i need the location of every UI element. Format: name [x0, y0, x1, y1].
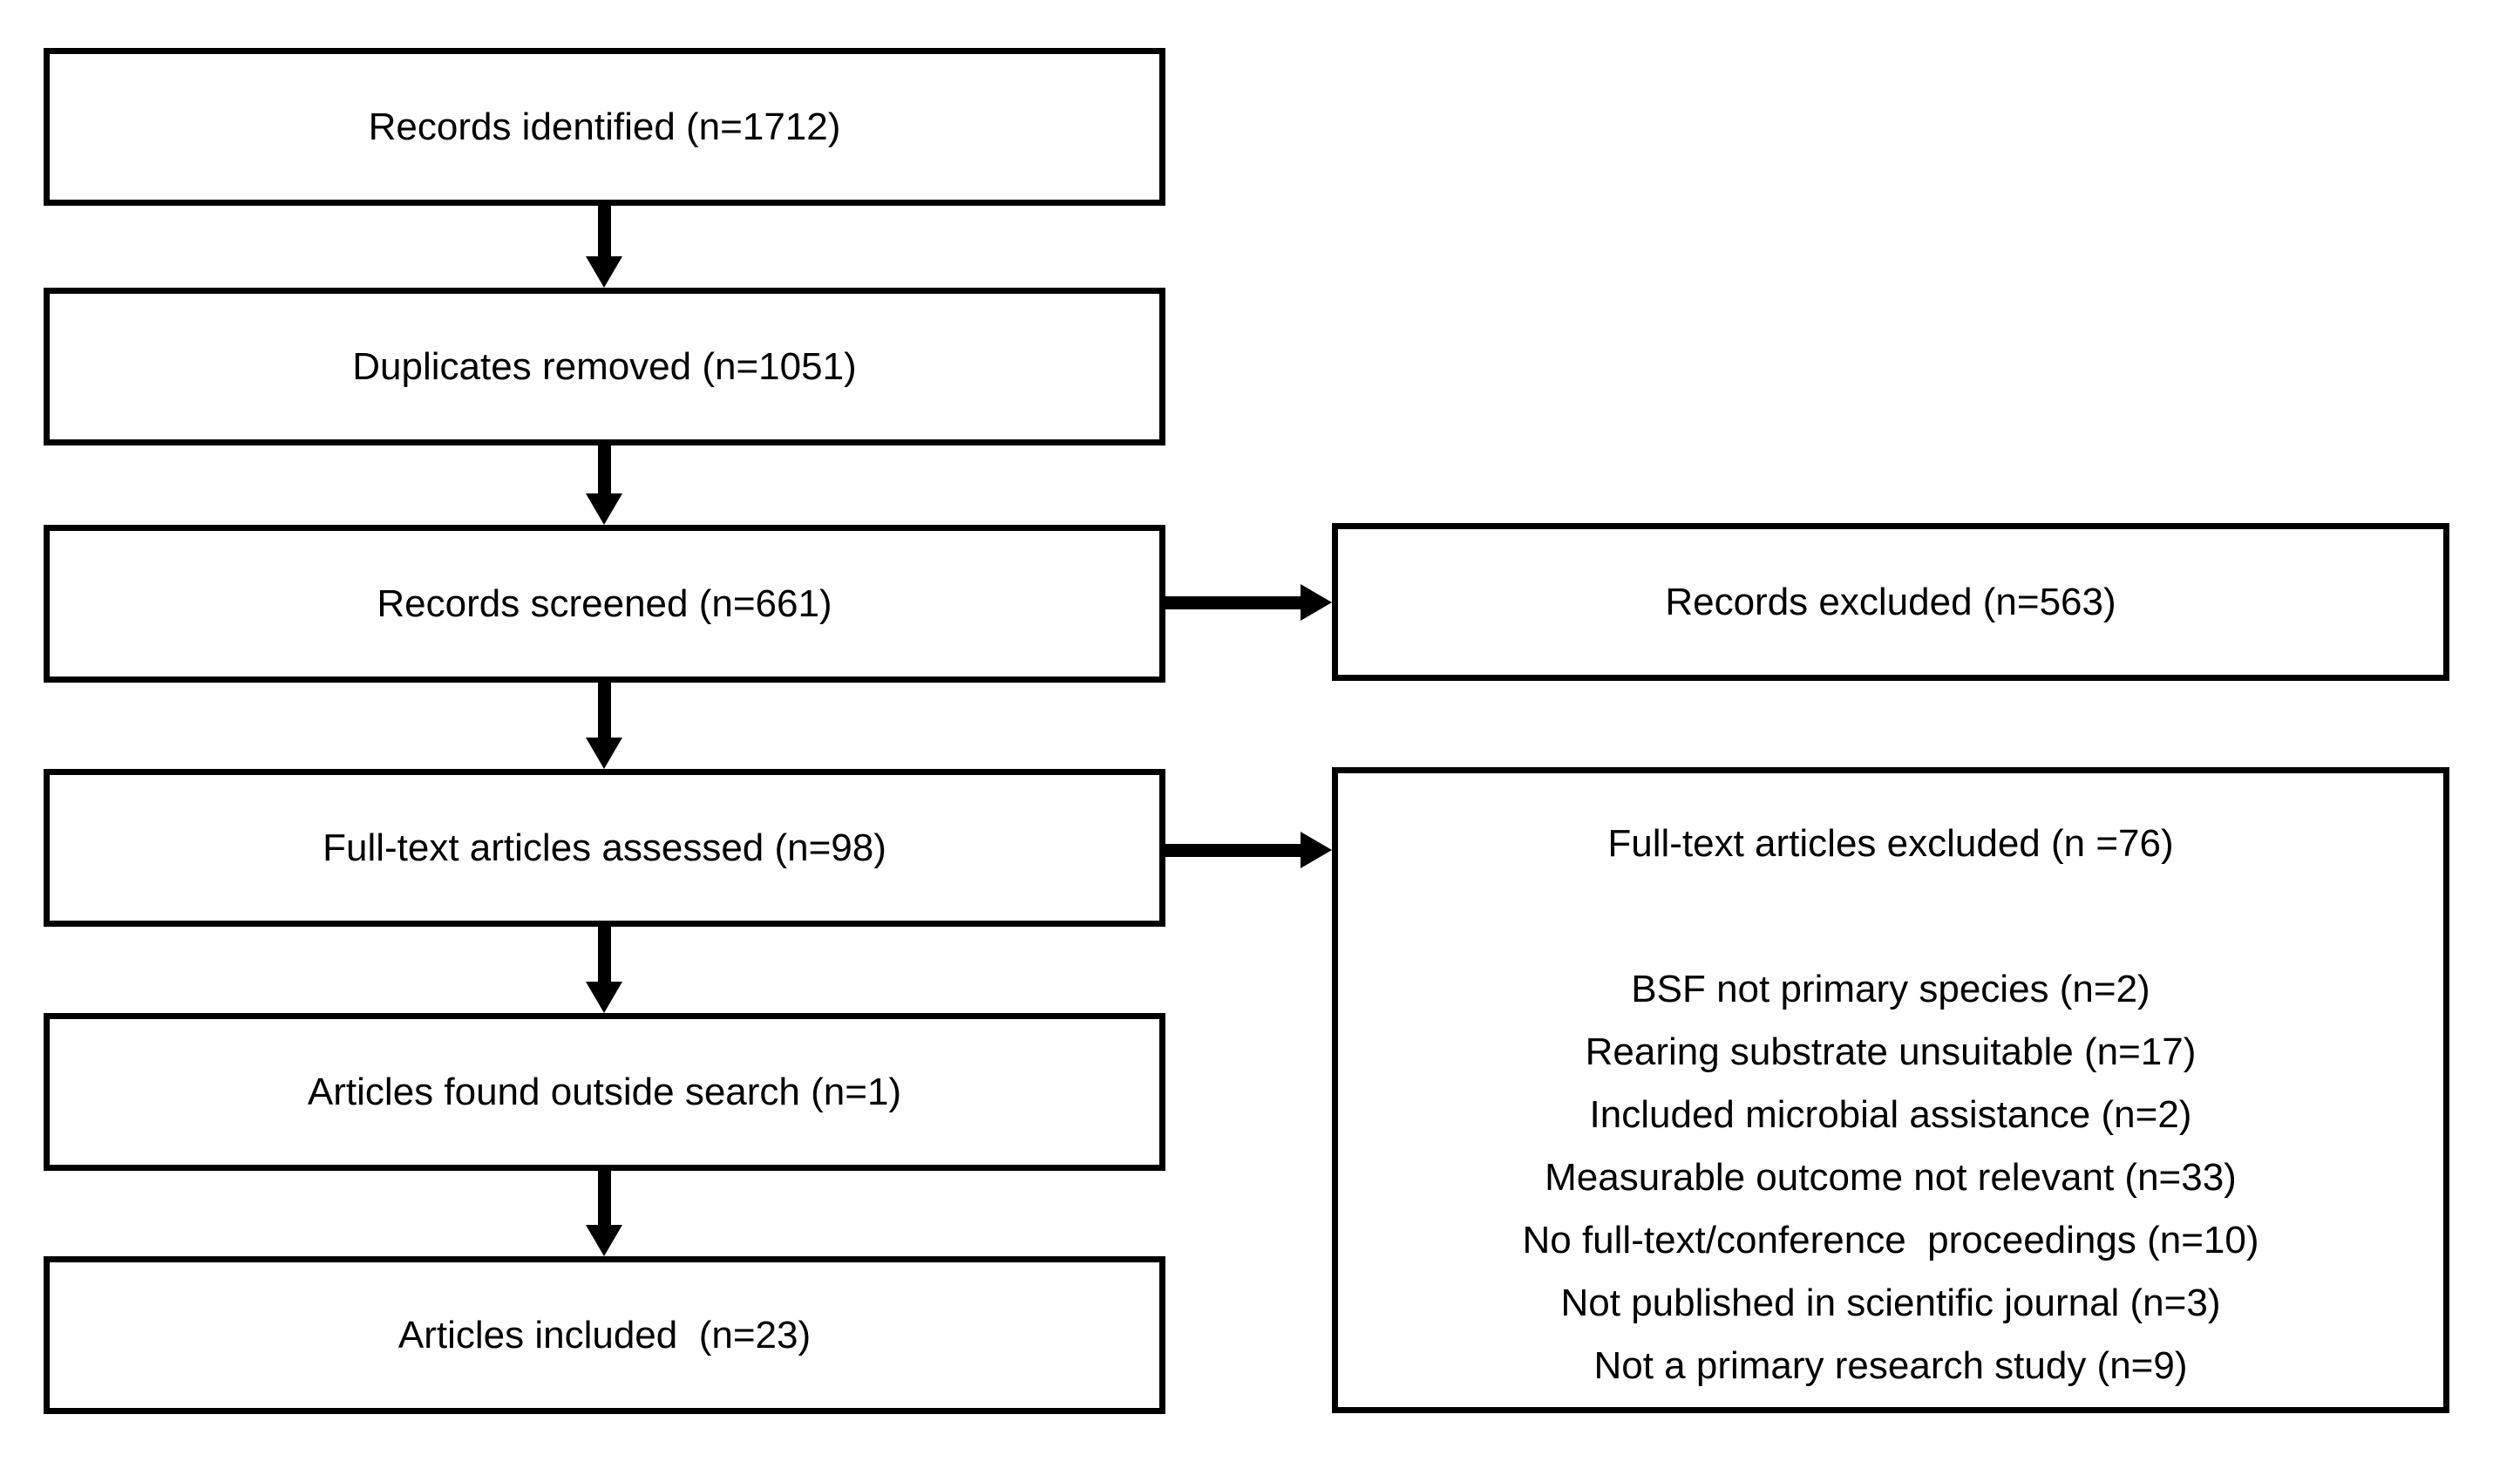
exclusion-reason: Not published in scientific journal (n=3…: [1560, 1282, 2221, 1324]
down-arrow: [586, 927, 622, 1013]
flow-box-label: Records screened (n=661): [377, 582, 832, 625]
arrow-stem: [597, 445, 611, 493]
arrow-head-right-icon: [1301, 832, 1332, 868]
arrow-stem: [597, 927, 611, 982]
arrow-stem: [1165, 843, 1301, 857]
flow-box-duplicates-removed: Duplicates removed (n=1051): [44, 288, 1165, 445]
flow-box-label: Articles found outside search (n=1): [307, 1071, 902, 1113]
right-arrow: [1165, 584, 1332, 621]
flow-box-fulltext-assessed: Full-text articles assessed (n=98): [44, 769, 1165, 927]
flow-box-records-identified: Records identified (n=1712): [44, 48, 1165, 206]
flow-box-label: Duplicates removed (n=1051): [352, 345, 857, 388]
flow-box-label: Articles included (n=23): [397, 1314, 812, 1357]
down-arrow: [586, 683, 622, 769]
exclusion-reason: Not a primary research study (n=9): [1593, 1344, 2188, 1387]
exclusion-heading: Full-text articles excluded (n =76): [1607, 822, 2174, 865]
exclusion-reason-list: BSF not primary species (n=2) Rearing su…: [1522, 958, 2258, 1397]
flow-box-fulltext-excluded: Full-text articles excluded (n =76) BSF …: [1332, 767, 2449, 1413]
arrow-stem: [1165, 595, 1301, 609]
down-arrow: [586, 206, 622, 288]
exclusion-reason: No full-text/conference proceedings (n=1…: [1522, 1219, 2259, 1261]
arrow-head-down-icon: [586, 738, 622, 769]
flow-box-articles-outside-search: Articles found outside search (n=1): [44, 1013, 1165, 1171]
right-arrow: [1165, 832, 1332, 868]
arrow-stem: [597, 683, 611, 738]
exclusion-reason: Measurable outcome not relevant (n=33): [1545, 1156, 2237, 1199]
arrow-head-down-icon: [586, 982, 622, 1013]
arrow-stem: [597, 206, 611, 256]
exclusion-reason: Rearing substrate unsuitable (n=17): [1585, 1030, 2197, 1073]
flow-box-label: Full-text articles assessed (n=98): [323, 826, 886, 869]
flow-box-articles-included: Articles included (n=23): [44, 1256, 1165, 1414]
down-arrow: [586, 445, 622, 525]
flow-box-label: Records excluded (n=563): [1665, 581, 2116, 623]
flow-box-records-screened: Records screened (n=661): [44, 525, 1165, 683]
arrow-head-down-icon: [586, 1225, 622, 1256]
flow-box-label: Records identified (n=1712): [368, 105, 841, 148]
down-arrow: [586, 1171, 622, 1256]
arrow-head-down-icon: [586, 493, 622, 525]
arrow-head-right-icon: [1301, 584, 1332, 621]
arrow-head-down-icon: [586, 256, 622, 288]
arrow-stem: [597, 1171, 611, 1225]
exclusion-reason: BSF not primary species (n=2): [1631, 968, 2150, 1010]
exclusion-reason: Included microbial assistance (n=2): [1589, 1093, 2192, 1136]
flow-box-records-excluded: Records excluded (n=563): [1332, 523, 2449, 681]
